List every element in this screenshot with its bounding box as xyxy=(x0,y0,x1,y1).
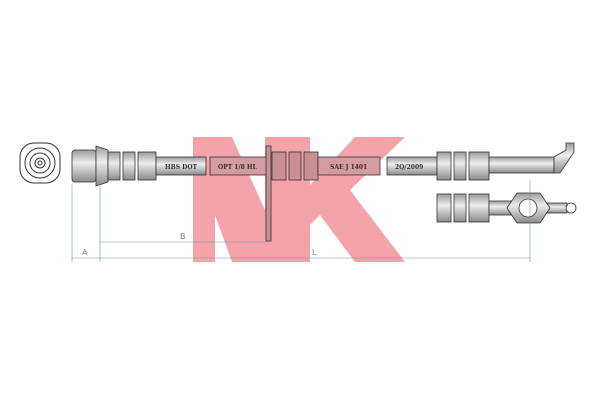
marking-date: 2Q/2009 xyxy=(395,164,423,171)
dimension-a: A xyxy=(82,248,88,257)
dimension-b: B xyxy=(180,232,186,241)
marking-sae: SAE J 1401 xyxy=(330,164,367,171)
hose-assembly xyxy=(71,142,575,242)
marking-hbs-dot: HBS DOT xyxy=(165,164,198,171)
banjo-fitting-alternative xyxy=(436,192,577,224)
marking-opt: OPT 1/8 HL xyxy=(218,164,258,171)
dimension-lines xyxy=(71,180,531,262)
dimension-l: L xyxy=(312,248,317,257)
end-view-fitting xyxy=(19,142,61,184)
logo-letter-n xyxy=(193,137,270,262)
